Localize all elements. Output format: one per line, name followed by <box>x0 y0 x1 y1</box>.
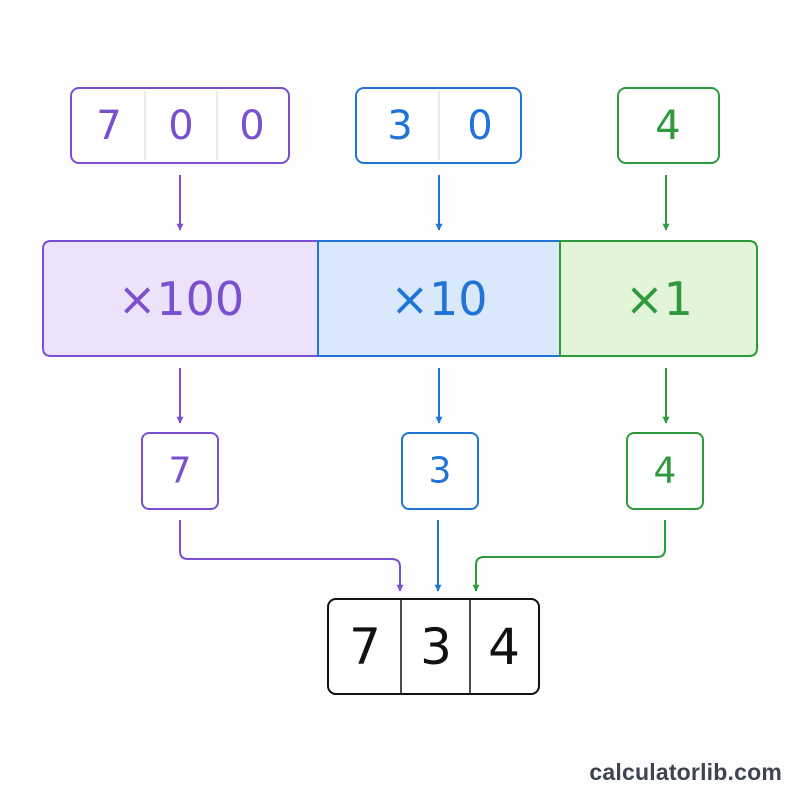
connector-ones-to-result <box>472 520 666 592</box>
digit-ones-value: 4 <box>654 451 677 492</box>
input-hundreds-digit: 0 <box>239 103 264 149</box>
result-box <box>327 598 540 695</box>
connector-hundreds-to-result <box>179 520 404 592</box>
multiplier-tens-cell <box>317 240 561 357</box>
digit-tens-group: 3 <box>401 432 479 510</box>
result-digit: 4 <box>488 618 520 676</box>
digit-hundreds-box <box>141 432 219 510</box>
multiplier-bar: ×100 ×10 ×1 <box>42 240 758 357</box>
result-digit: 7 <box>349 618 381 676</box>
input-hundreds-box <box>70 87 290 164</box>
input-tens-group: 3 0 <box>355 87 522 164</box>
multiplier-tens-label: ×10 <box>390 272 487 326</box>
result-group: 7 3 4 <box>327 598 540 695</box>
digit-tens-value: 3 <box>429 451 452 492</box>
input-ones-box <box>617 87 720 164</box>
multiplier-hundreds-label: ×100 <box>118 272 244 326</box>
digit-tens-box <box>401 432 479 510</box>
input-tens-digit: 3 <box>387 103 412 149</box>
digit-ones-group: 4 <box>626 432 704 510</box>
input-hundreds-digit: 0 <box>168 103 193 149</box>
input-ones-digit: 4 <box>655 103 680 149</box>
multiplier-ones-cell <box>559 240 758 357</box>
input-hundreds-digit: 7 <box>96 103 121 149</box>
watermark-text: calculatorlib.com <box>589 759 782 785</box>
input-ones-group: 4 <box>617 87 720 164</box>
digit-hundreds-group: 7 <box>141 432 219 510</box>
multiplier-ones-label: ×1 <box>625 272 693 326</box>
result-digit: 3 <box>420 618 452 676</box>
input-hundreds-group: 7 0 0 <box>70 87 290 164</box>
input-tens-digit: 0 <box>467 103 492 149</box>
digit-hundreds-value: 7 <box>169 451 192 492</box>
multiplier-hundreds-cell <box>42 240 319 357</box>
digit-ones-box <box>626 432 704 510</box>
